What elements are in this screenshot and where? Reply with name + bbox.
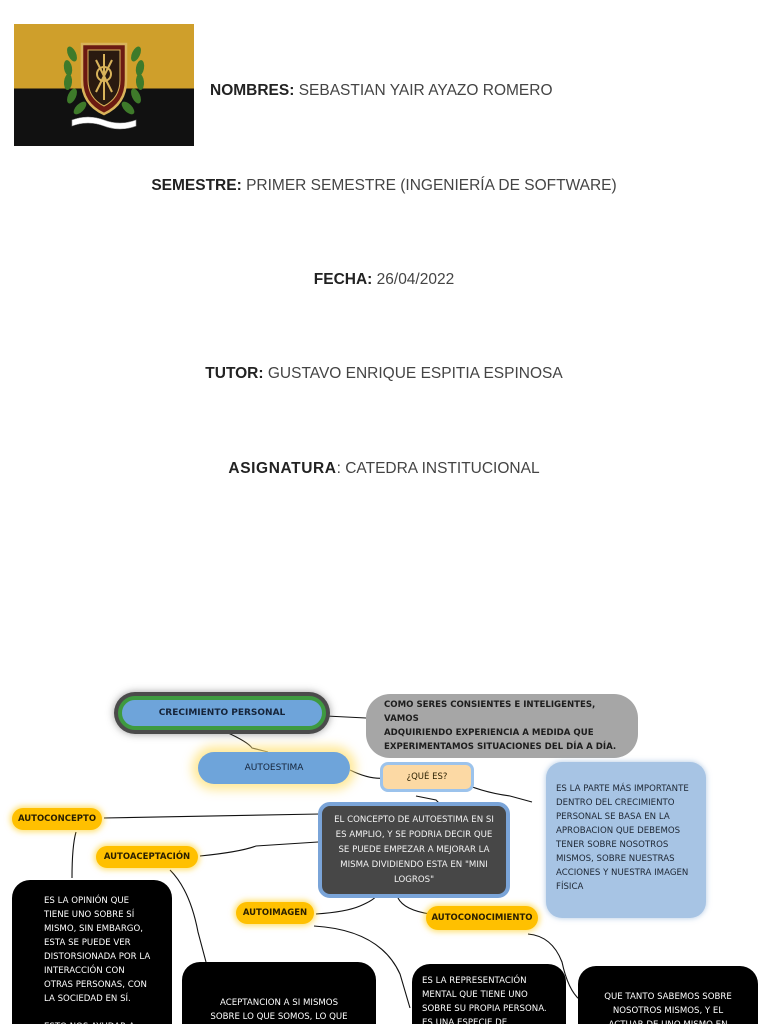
node-concepto: EL CONCEPTO DE AUTOESTIMA EN SI ES AMPLI…	[318, 802, 510, 898]
node-crecimiento-personal: CRECIMIENTO PERSONAL	[118, 696, 326, 730]
node-que-es-label: ¿QUÉ ES?	[406, 772, 448, 782]
tutor-label: TUTOR:	[205, 365, 264, 382]
asignatura-line: ASIGNATURA: CATEDRA INSTITUCIONAL	[0, 460, 768, 478]
node-autoaceptacion-desc: ACEPTANCION A SI MISMOS SOBRE LO QUE SOM…	[182, 962, 376, 1024]
node-autoestima-label: AUTOESTIMA	[244, 763, 304, 773]
node-autoconcepto: AUTOCONCEPTO	[12, 808, 102, 830]
node-autoaceptacion: AUTOACEPTACIÓN	[96, 846, 198, 868]
node-autoaceptacion-label: AUTOACEPTACIÓN	[103, 852, 191, 862]
fecha-value: 26/04/2022	[376, 271, 455, 288]
nombres-value: SEBASTIAN YAIR AYAZO ROMERO	[298, 82, 553, 99]
node-autoimagen-label: AUTOIMAGEN	[242, 908, 308, 918]
node-autoconocimiento-label: AUTOCONOCIMIENTO	[431, 913, 533, 923]
university-flag-logo	[14, 24, 194, 146]
node-autoimagen-desc: ES LA REPRESENTACIÓN MENTAL QUE TIENE UN…	[412, 964, 566, 1028]
node-autoaceptacion-desc-text: ACEPTANCION A SI MISMOS SOBRE LO QUE SOM…	[210, 998, 348, 1022]
node-autoconocimiento-desc: QUE TANTO SABEMOS SOBRE NOSOTROS MISMOS,…	[578, 966, 758, 1030]
node-que-es-desc: ES LA PARTE MÁS IMPORTANTE DENTRO DEL CR…	[546, 762, 706, 918]
node-autoconcepto-label: AUTOCONCEPTO	[17, 814, 97, 824]
node-autoimagen: AUTOIMAGEN	[236, 902, 314, 924]
semestre-label: SEMESTRE:	[151, 177, 242, 194]
fecha-label: FECHA:	[313, 271, 373, 288]
node-concepto-text: EL CONCEPTO DE AUTOESTIMA EN SI ES AMPLI…	[334, 814, 494, 885]
node-autoimagen-desc-text: ES LA REPRESENTACIÓN MENTAL QUE TIENE UN…	[422, 976, 547, 1028]
node-autoestima: AUTOESTIMA	[198, 752, 350, 784]
asignatura-label: ASIGNATURA	[228, 460, 337, 477]
node-autoconocimiento-desc-text: QUE TANTO SABEMOS SOBRE NOSOTROS MISMOS,…	[604, 992, 732, 1030]
semestre-value: PRIMER SEMESTRE (INGENIERÍA DE SOFTWARE)	[246, 177, 617, 194]
crest-icon	[63, 42, 145, 130]
node-autoconcepto-desc: ES LA OPINIÓN QUE TIENE UNO SOBRE SÍ MIS…	[12, 880, 172, 1032]
node-crecimiento-personal-label: CRECIMIENTO PERSONAL	[158, 708, 286, 718]
nombres-line: NOMBRES: SEBASTIAN YAIR AYAZO ROMERO	[210, 82, 553, 100]
tutor-value: GUSTAVO ENRIQUE ESPITIA ESPINOSA	[267, 365, 563, 382]
node-crecimiento-desc-text: COMO SERES CONSIENTES E INTELIGENTES, VA…	[384, 700, 617, 752]
node-autoconcepto-desc-text: ES LA OPINIÓN QUE TIENE UNO SOBRE SÍ MIS…	[44, 896, 151, 1032]
semestre-line: SEMESTRE: PRIMER SEMESTRE (INGENIERÍA DE…	[0, 177, 768, 195]
nombres-label: NOMBRES:	[210, 82, 295, 99]
node-autoconocimiento: AUTOCONOCIMIENTO	[426, 906, 538, 930]
tutor-line: TUTOR: GUSTAVO ENRIQUE ESPITIA ESPINOSA	[0, 365, 768, 383]
node-crecimiento-desc: COMO SERES CONSIENTES E INTELIGENTES, VA…	[366, 694, 638, 758]
node-que-es-desc-text: ES LA PARTE MÁS IMPORTANTE DENTRO DEL CR…	[556, 784, 689, 892]
node-que-es: ¿QUÉ ES?	[380, 762, 474, 792]
fecha-line: FECHA: 26/04/2022	[0, 271, 768, 289]
asignatura-value: : CATEDRA INSTITUCIONAL	[336, 460, 540, 477]
